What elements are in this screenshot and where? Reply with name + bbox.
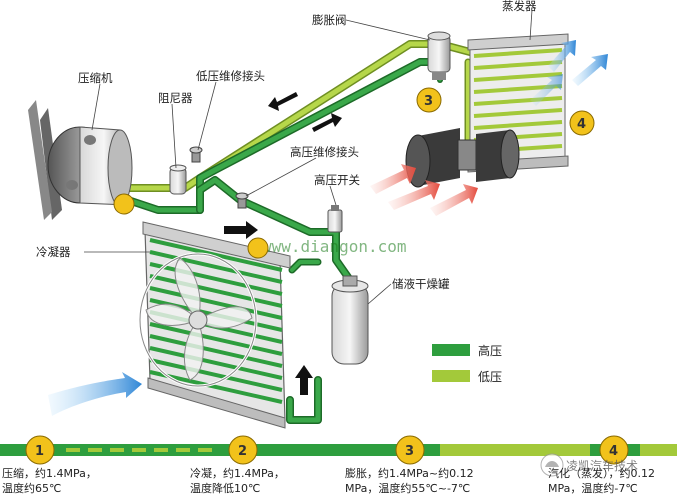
legend-swatch-low bbox=[432, 370, 470, 382]
step-badge-1: 1 bbox=[25, 435, 55, 465]
brand-name: 凌凯汽车技术 bbox=[566, 458, 638, 473]
watermark-text: www.diangon.com bbox=[262, 237, 407, 256]
label-condenser: 冷凝器 bbox=[36, 245, 71, 259]
marker-condenser-step bbox=[247, 237, 269, 259]
process-bar: 1 2 3 4 bbox=[0, 435, 677, 465]
step-text-4: 汽化（蒸发），约0.12 MPa，温度约-7℃ bbox=[548, 467, 655, 495]
brand-watermark: 凌凯汽车技术 bbox=[540, 453, 638, 477]
svg-text:4: 4 bbox=[609, 444, 618, 459]
damper bbox=[169, 164, 187, 195]
flow-arrows bbox=[224, 92, 342, 395]
condenser bbox=[138, 221, 291, 429]
leader-lines bbox=[84, 9, 533, 305]
component-labels: 压缩机 低压维修接头 阻尼器 冷凝器 高压维修接头 高压开关 储液干燥罐 膨胀阀… bbox=[36, 0, 537, 291]
label-low-service-port: 低压维修接头 bbox=[196, 69, 265, 83]
compressor bbox=[28, 100, 133, 220]
step-badge-4: 4 bbox=[599, 435, 629, 465]
high-pressure-switch bbox=[327, 205, 343, 233]
label-compressor: 压缩机 bbox=[78, 71, 113, 85]
marker-compressor-step bbox=[113, 193, 135, 215]
receiver-drier bbox=[331, 275, 369, 365]
step-badge-3: 3 bbox=[395, 435, 425, 465]
step-badge-2: 2 bbox=[228, 435, 258, 465]
high-pressure-pipes bbox=[118, 58, 443, 424]
label-evaporator: 蒸发器 bbox=[502, 0, 537, 13]
legend-label-high: 高压 bbox=[478, 343, 502, 358]
step-text-3: 膨胀，约1.4MPa~约0.12 MPa，温度约55℃~-7℃ bbox=[345, 467, 474, 495]
marker-number-4: 4 bbox=[577, 117, 586, 132]
legend: 高压 低压 bbox=[432, 343, 502, 384]
svg-text:1: 1 bbox=[35, 444, 44, 459]
svg-text:2: 2 bbox=[238, 444, 247, 459]
label-receiver-drier: 储液干燥罐 bbox=[392, 277, 450, 291]
marker-expansion-step: 3 bbox=[416, 87, 442, 113]
svg-text:3: 3 bbox=[405, 444, 414, 459]
diagram-markers: 3 4 bbox=[113, 87, 595, 259]
service-ports bbox=[189, 146, 249, 209]
step-text-2: 冷凝，约1.4MPa， 温度降低10℃ bbox=[190, 467, 285, 495]
label-damper: 阻尼器 bbox=[158, 91, 193, 105]
label-high-service-port: 高压维修接头 bbox=[290, 145, 359, 159]
step-text-1: 压缩，约1.4MPa， 温度约65℃ bbox=[2, 467, 97, 495]
marker-number-3: 3 bbox=[424, 94, 433, 109]
air-arrows bbox=[48, 40, 608, 416]
legend-swatch-high bbox=[432, 344, 470, 356]
label-expansion-valve: 膨胀阀 bbox=[312, 13, 347, 27]
marker-evaporation-step: 4 bbox=[569, 110, 595, 136]
legend-label-low: 低压 bbox=[478, 370, 502, 384]
expansion-valve bbox=[427, 31, 451, 80]
label-high-pressure-switch: 高压开关 bbox=[314, 173, 360, 187]
blower-fan bbox=[405, 128, 520, 188]
